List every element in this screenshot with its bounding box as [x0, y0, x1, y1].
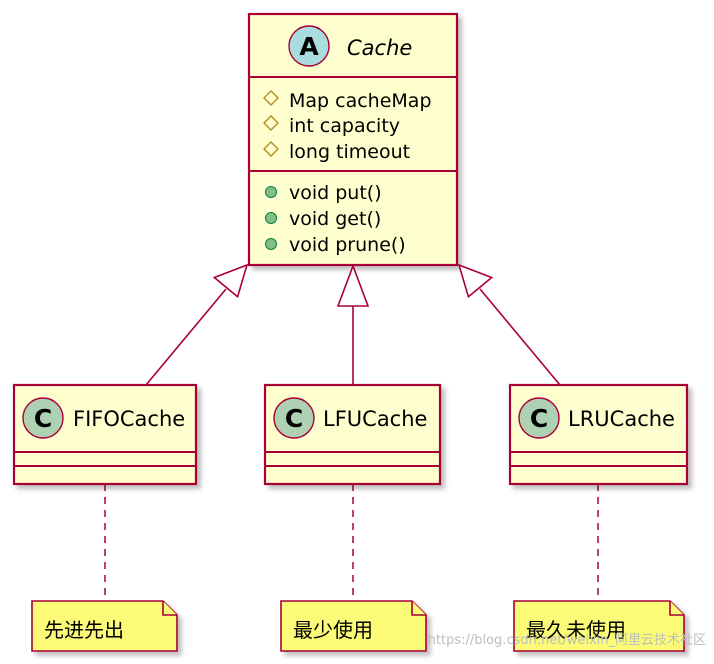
- attribute-row: long timeout: [263, 141, 410, 163]
- class-lrucache: C LRUCache: [508, 383, 689, 486]
- fifocache-class-name: FIFOCache: [73, 407, 185, 431]
- method-row: void get(): [265, 208, 381, 230]
- attribute-label: long timeout: [289, 141, 410, 163]
- abstract-class-badge: [288, 25, 330, 67]
- note-fold-corner: [162, 601, 177, 616]
- note-fifo: 先进先出: [31, 600, 178, 652]
- protected-visibility-icon: [263, 115, 279, 131]
- note-box: [513, 600, 685, 652]
- method-label: void prune(): [289, 234, 406, 256]
- class-badge-letter: C: [285, 404, 303, 433]
- class-fifocache: C FIFOCache: [12, 383, 198, 486]
- method-label: void get(): [289, 208, 381, 230]
- attribute-label: int capacity: [289, 115, 400, 137]
- note-label: 先进先出: [44, 618, 124, 642]
- note-fold-corner: [669, 601, 684, 616]
- inheritance-arrowhead: [457, 263, 494, 299]
- note-label: 最久未使用: [526, 618, 626, 642]
- lrucache-class-name: LRUCache: [568, 407, 675, 431]
- protected-visibility-icon: [263, 141, 279, 157]
- inheritance-arrowhead: [336, 263, 370, 307]
- class-badge: [518, 397, 560, 439]
- inheritance-arrowhead: [212, 263, 249, 299]
- note-lru: 最久未使用: [513, 600, 685, 652]
- attribute-row: Map cacheMap: [263, 90, 432, 112]
- attribute-label: Map cacheMap: [289, 90, 432, 112]
- abstract-class-cache: A Cache Map cacheMap int capacity long t…: [247, 12, 459, 267]
- public-visibility-icon: [265, 238, 277, 250]
- inheritance-edge-lfu: [336, 263, 370, 385]
- note-box: [31, 600, 178, 652]
- class-badge-letter: C: [530, 404, 548, 433]
- note-label: 最少使用: [293, 618, 373, 642]
- public-visibility-icon: [265, 186, 277, 198]
- edge-line: [479, 288, 561, 386]
- class-badge: [22, 397, 64, 439]
- class-badge: [273, 397, 315, 439]
- inheritance-edge-lru: [457, 263, 561, 386]
- protected-visibility-icon: [263, 90, 279, 106]
- cache-class-name: Cache: [347, 36, 412, 60]
- abstract-class-badge-letter: A: [299, 32, 319, 61]
- note-fold-corner: [411, 601, 426, 616]
- class-lfucache: C LFUCache: [263, 383, 442, 486]
- class-badge-letter: C: [34, 404, 52, 433]
- note-lfu: 最少使用: [280, 600, 427, 652]
- public-visibility-icon: [265, 212, 277, 224]
- method-row: void put(): [265, 182, 382, 204]
- method-row: void prune(): [265, 234, 406, 256]
- method-label: void put(): [289, 182, 382, 204]
- note-box: [280, 600, 427, 652]
- inheritance-edges: [145, 263, 561, 386]
- cache-class-box: [247, 12, 459, 267]
- attribute-row: int capacity: [263, 115, 400, 137]
- edge-line: [145, 288, 227, 386]
- note-connectors: [104, 484, 599, 601]
- watermark: https://blog.csdn.net/weixin_阿里云技术社区: [428, 632, 706, 648]
- inheritance-edge-fifo: [145, 263, 249, 386]
- lfucache-class-name: LFUCache: [323, 407, 427, 431]
